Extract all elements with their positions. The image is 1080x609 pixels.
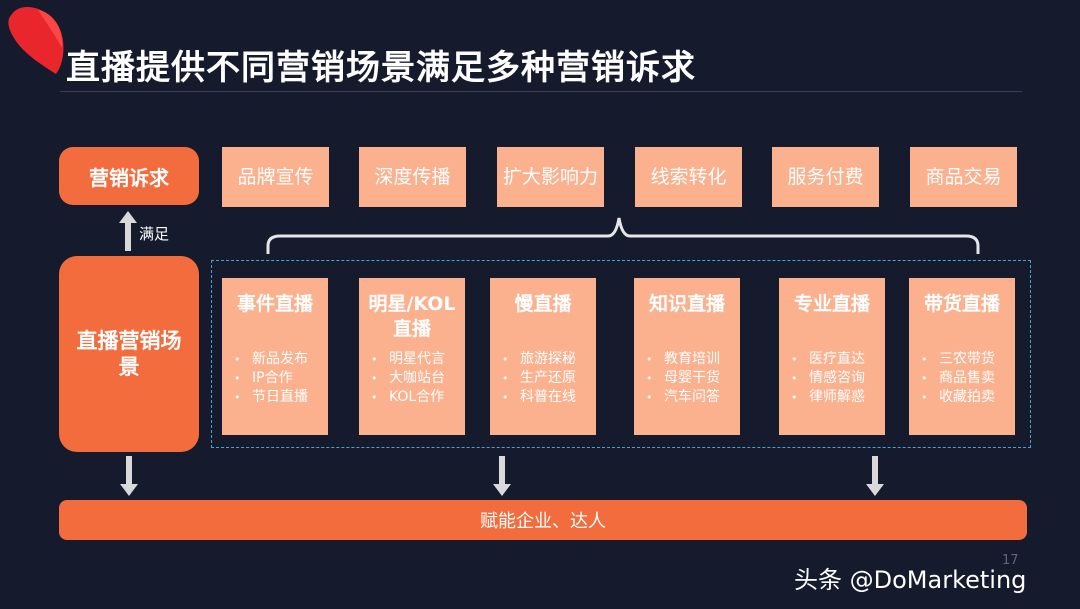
scene-title: 慢直播 [514,293,572,315]
scene-item: 三农带货 [921,350,1015,369]
scene-title: 明星/KOL直播 [368,293,456,340]
need-item: 扩大影响力 [497,147,604,207]
title-divider [60,91,1022,92]
scene-card: 事件直播 新品发布 IP合作 节日直播 [222,278,328,435]
scene-item: 新品发布 [234,350,328,369]
scene-item: 商品售卖 [921,369,1015,388]
scene-item: IP合作 [234,369,328,388]
watermark: 头条 @DoMarketing [794,566,1027,594]
scene-item: 科普在线 [502,388,596,407]
scene-card: 专业直播 医疗直达 情感咨询 律师解惑 [779,278,885,435]
scene-item: 情感咨询 [791,369,885,388]
up-arrow-icon [119,211,137,251]
need-item: 深度传播 [359,147,466,207]
scene-title: 事件直播 [236,293,313,315]
scene-item: 生产还原 [502,369,596,388]
scene-item: 教育培训 [646,350,740,369]
grouping-brace [266,217,980,254]
scene-title: 知识直播 [648,293,725,315]
need-item: 商品交易 [910,147,1017,207]
scene-item: 节日直播 [234,388,328,407]
scene-title: 带货直播 [923,293,1000,315]
scene-item: 收藏拍卖 [921,388,1015,407]
scene-card: 带货直播 三农带货 商品售卖 收藏拍卖 [909,278,1015,435]
need-item: 服务付费 [772,147,879,207]
need-item: 品牌宣传 [222,147,329,207]
brand-logo-shape [8,7,64,75]
scene-title: 专业直播 [793,293,870,315]
scene-item: KOL合作 [371,388,465,407]
scene-item: 医疗直达 [791,350,885,369]
live-scenes-label: 直播营销场景 [59,256,199,452]
marketing-needs-label: 营销诉求 [59,147,199,205]
scene-item: 旅游探秘 [502,350,596,369]
scene-card: 知识直播 教育培训 母婴干货 汽车问答 [634,278,740,435]
down-arrow-icon [120,456,138,496]
page-title: 直播提供不同营销场景满足多种营销诉求 [66,48,696,88]
scene-item: 律师解惑 [791,388,885,407]
need-item: 线索转化 [635,147,742,207]
scene-card: 明星/KOL直播 明星代言 大咖站台 KOL合作 [359,278,465,435]
down-arrow-icon [493,456,511,496]
scene-item: 汽车问答 [646,388,740,407]
satisfy-label: 满足 [139,225,170,243]
scene-card: 慢直播 旅游探秘 生产还原 科普在线 [490,278,596,435]
scene-item: 母婴干货 [646,369,740,388]
scene-item: 明星代言 [371,350,465,369]
down-arrow-icon [866,456,884,496]
scenes-frame [211,260,1031,448]
page-number: 17 [1002,553,1019,568]
empower-bar: 赋能企业、达人 [59,500,1027,540]
scene-item: 大咖站台 [371,369,465,388]
